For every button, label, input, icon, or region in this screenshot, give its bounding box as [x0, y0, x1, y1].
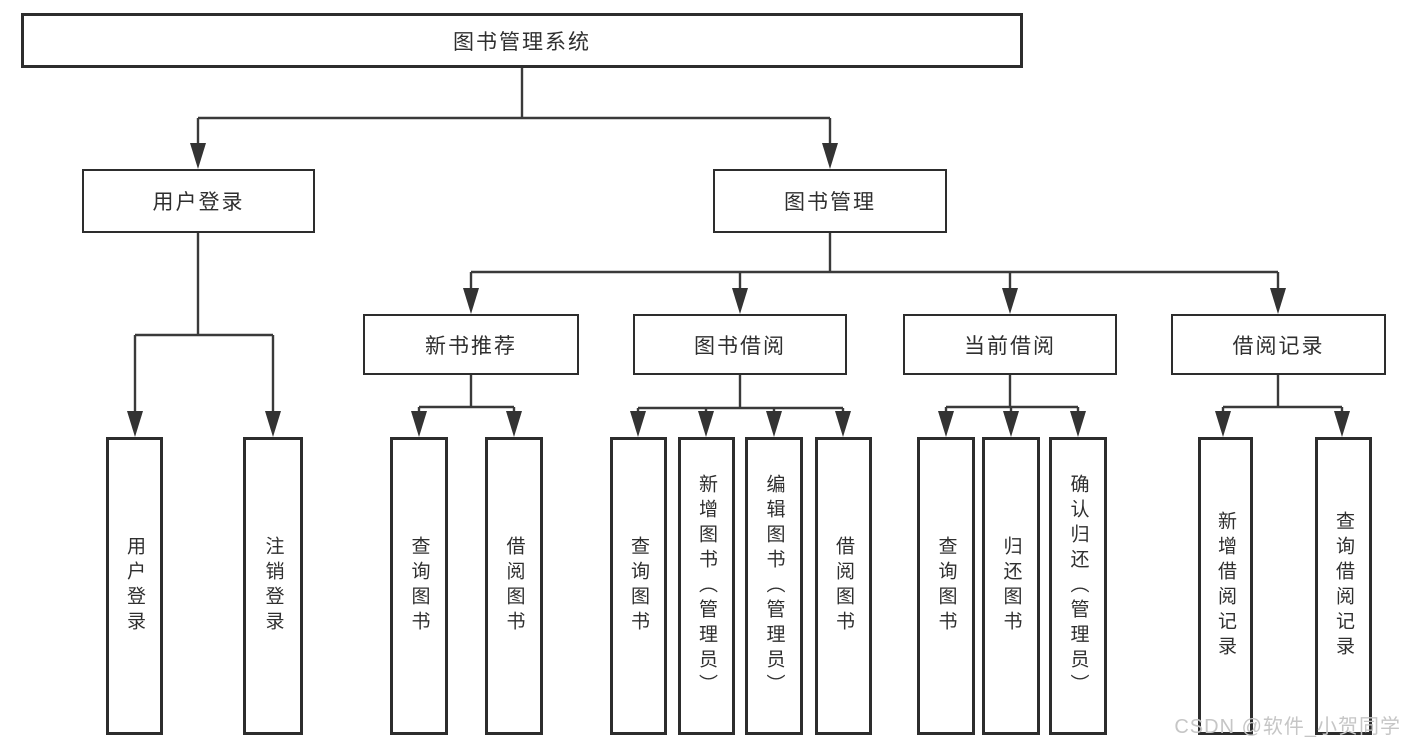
- leaf-borrow-borrow-books: 借阅图书: [815, 437, 872, 735]
- leaf-borrow-add-books-admin-label: 新增图书（管理员）: [696, 473, 717, 699]
- leaf-borrow-borrow-books-label: 借阅图书: [833, 536, 854, 636]
- leaf-borrow-edit-books-admin: 编辑图书（管理员）: [745, 437, 803, 735]
- node-book-borrow: 图书借阅: [633, 314, 847, 375]
- leaf-borrow-query-books-label: 查询图书: [628, 536, 649, 636]
- node-borrow-records: 借阅记录: [1171, 314, 1386, 375]
- leaf-records-add-record: 新增借阅记录: [1198, 437, 1253, 735]
- connector-recommend-to-leaves: [411, 375, 522, 437]
- leaf-current-query-books: 查询图书: [917, 437, 975, 735]
- leaf-current-return-books: 归还图书: [982, 437, 1040, 735]
- connector-records-to-leaves: [1215, 375, 1350, 437]
- leaf-current-confirm-return-admin: 确认归还（管理员）: [1049, 437, 1107, 735]
- leaf-recommend-query-books-label: 查询图书: [408, 536, 430, 636]
- node-new-book-recommend-label: 新书推荐: [425, 334, 517, 358]
- leaf-recommend-borrow-books: 借阅图书: [485, 437, 543, 735]
- node-current-borrow-label: 当前借阅: [964, 334, 1056, 358]
- node-current-borrow: 当前借阅: [903, 314, 1117, 375]
- connector-user-login-to-leaves: [127, 233, 281, 437]
- csdn-watermark: CSDN @软件_小贺同学: [1174, 716, 1401, 738]
- connector-current-to-leaves: [938, 375, 1086, 437]
- node-borrow-records-label: 借阅记录: [1232, 334, 1325, 358]
- node-root-system-label: 图书管理系统: [453, 30, 591, 54]
- node-book-borrow-label: 图书借阅: [694, 334, 786, 358]
- leaf-borrow-edit-books-admin-label: 编辑图书（管理员）: [763, 473, 785, 699]
- leaf-user-login: 用户登录: [106, 437, 163, 735]
- leaf-recommend-query-books: 查询图书: [390, 437, 448, 735]
- leaf-recommend-borrow-books-label: 借阅图书: [503, 536, 525, 636]
- node-root-system: 图书管理系统: [21, 13, 1023, 68]
- node-book-management: 图书管理: [713, 169, 947, 233]
- connector-root-to-level2: [190, 68, 838, 169]
- leaf-borrow-add-books-admin: 新增图书（管理员）: [678, 437, 735, 735]
- leaf-logout: 注销登录: [243, 437, 303, 735]
- leaf-records-query-record-label: 查询借阅记录: [1333, 511, 1354, 661]
- node-new-book-recommend: 新书推荐: [363, 314, 579, 375]
- node-user-login: 用户登录: [82, 169, 315, 233]
- connector-borrow-to-leaves: [630, 375, 851, 437]
- node-user-login-label: 用户登录: [152, 191, 245, 214]
- node-book-management-label: 图书管理: [784, 191, 876, 214]
- leaf-borrow-query-books: 查询图书: [610, 437, 667, 735]
- leaf-current-return-books-label: 归还图书: [1000, 536, 1022, 636]
- leaf-records-add-record-label: 新增借阅记录: [1215, 511, 1236, 661]
- leaf-records-query-record: 查询借阅记录: [1315, 437, 1372, 735]
- leaf-user-login-label: 用户登录: [124, 536, 145, 636]
- leaf-logout-label: 注销登录: [262, 536, 284, 636]
- connector-book-management-to-level3: [463, 233, 1286, 314]
- leaf-current-query-books-label: 查询图书: [935, 536, 957, 636]
- leaf-current-confirm-return-admin-label: 确认归还（管理员）: [1067, 473, 1089, 699]
